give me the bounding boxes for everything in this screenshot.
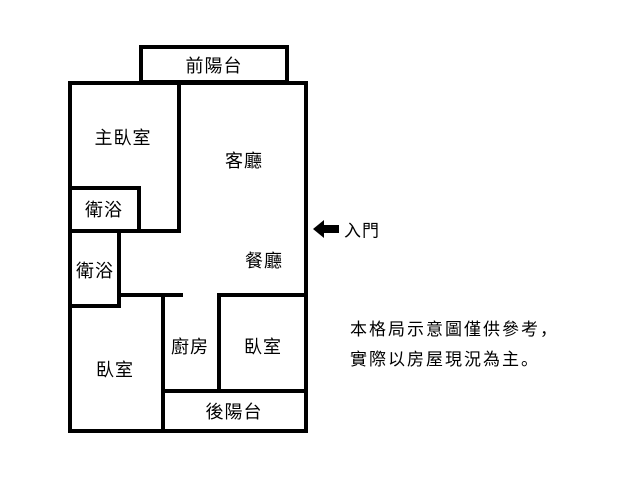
bathroom-2-wall [68, 229, 121, 308]
label-front-balcony: 前陽台 [185, 56, 243, 77]
bedroom-right-wall [217, 293, 308, 393]
label-kitchen: 廚房 [171, 337, 209, 358]
master-bedroom-wall [68, 81, 181, 233]
label-dining-room: 餐廳 [245, 251, 283, 272]
note-line-1: 本格局示意圖僅供參考， [350, 320, 559, 340]
label-master-bedroom: 主臥室 [94, 128, 152, 149]
label-bedroom-left: 臥室 [96, 360, 134, 381]
note-line-2: 實際以房屋現況為主。 [350, 350, 540, 370]
label-bathroom-1: 衛浴 [85, 200, 123, 221]
arrow-left-icon [313, 220, 339, 238]
label-bathroom-2: 衛浴 [76, 261, 114, 282]
entrance-label: 入門 [344, 221, 380, 242]
outer-wall [68, 81, 308, 433]
label-living-room: 客廳 [225, 151, 263, 172]
label-back-balcony: 後陽台 [205, 402, 263, 423]
label-bedroom-right: 臥室 [244, 337, 282, 358]
bathroom-1-wall [68, 186, 141, 233]
